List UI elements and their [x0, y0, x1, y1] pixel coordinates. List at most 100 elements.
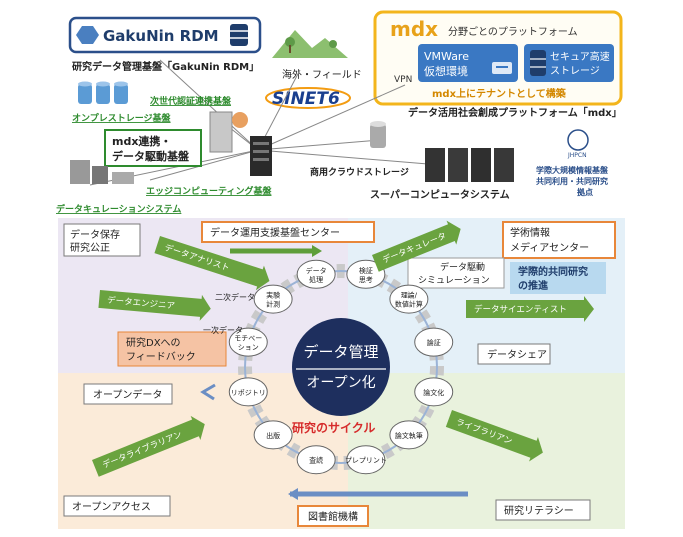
mdx-subtitle: 分野ごとのプラットフォーム	[448, 25, 578, 38]
cycle-node-label: 検証	[359, 266, 373, 275]
svg-text:研究リテラシー: 研究リテラシー	[504, 504, 574, 517]
svg-text:JHPCN: JHPCN	[567, 152, 587, 159]
onprem-storage-icon	[78, 81, 128, 104]
cycle-node: プレプリント	[345, 445, 387, 475]
simulation-box	[407, 257, 505, 289]
cycle-node: 出版	[253, 420, 293, 450]
gakunin-rdm-logo: GakuNin RDM	[68, 16, 262, 54]
secure-storage-box	[524, 44, 614, 82]
commercial-cloud-label: 商用クラウドストレージ	[310, 166, 409, 178]
next-auth-label: 次世代認証連携基盤	[150, 95, 232, 107]
vpn-label: VPN	[394, 75, 412, 85]
svg-text:図書館機構: 図書館機構	[308, 510, 358, 523]
svg-text:GakuNin RDM: GakuNin RDM	[103, 27, 219, 45]
edge-devices-icon	[70, 160, 134, 184]
mdx-platform-box: mdx 分野ごとのプラットフォーム VMWare 仮想環境 セキュア高速 ストレ…	[373, 10, 623, 106]
cycle-node: 論証	[414, 327, 454, 357]
cycle-node-label: プレプリント	[345, 457, 387, 465]
media-center-box	[502, 221, 616, 259]
edge-label: エッジコンピューティング基盤	[146, 185, 272, 197]
cycle-node-label: 論文化	[423, 388, 444, 397]
svg-text:データ駆動基盤: データ駆動基盤	[112, 149, 190, 163]
sinet-logo: SINET6	[265, 87, 351, 109]
support-center-box	[201, 221, 375, 243]
storage-icon	[530, 50, 546, 76]
svg-text:ストレージ: ストレージ	[550, 66, 600, 77]
curation-system-label: データキュレーションシステム	[56, 203, 181, 215]
supercomputer-label: スーパーコンピュータシステム	[370, 189, 510, 201]
svg-text:SINET6: SINET6	[272, 89, 340, 109]
server-icon	[492, 62, 512, 74]
center-top-label: データ管理	[303, 343, 378, 361]
jhpcn-line-1: 学際大規模情報基盤	[536, 165, 609, 175]
jhpcn-line-3: 拠点	[576, 187, 593, 197]
supercomputer-icon	[425, 148, 514, 182]
svg-text:研究公正: 研究公正	[70, 241, 110, 254]
dx-feedback-box	[117, 331, 227, 367]
svg-text:シミュレーション: シミュレーション	[418, 276, 490, 286]
role-arrow-engineer: データエンジニア	[98, 290, 211, 321]
svg-text:データ駆動: データ駆動	[440, 261, 485, 273]
svg-text:データ運用支援基盤センター: データ運用支援基盤センター	[210, 226, 340, 239]
svg-text:仮想環境: 仮想環境	[424, 64, 468, 78]
mdx-link-box	[104, 129, 202, 167]
cycle-node-label: 計測	[266, 300, 280, 309]
research-cycle-ring	[238, 264, 444, 470]
cycle-node-label: 思考	[359, 276, 373, 284]
library-org-box	[297, 505, 369, 527]
svg-text:セキュア高速: セキュア高速	[550, 50, 610, 63]
cloud-storage-icon	[370, 121, 386, 148]
field-label: 海外・フィールド	[282, 68, 362, 81]
open-data-box	[83, 383, 173, 405]
svg-text:データシェア: データシェア	[487, 348, 547, 361]
role-label: データサイエンティスト	[474, 304, 567, 315]
primary-data-label: 一次データ	[203, 325, 243, 335]
cycle-node-label: データ	[306, 266, 327, 275]
mdx-tenant: mdx上にテナントとして構築	[432, 87, 567, 100]
cycle-node-label: 論文執筆	[395, 431, 423, 440]
open-access-box	[63, 495, 171, 517]
open-storage-label: オンプレストレージ基盤	[72, 112, 172, 124]
mdx-caption: データ活用社会創成プラットフォーム「mdx」	[408, 106, 622, 119]
central-server-icon	[250, 136, 272, 176]
svg-text:オープンデータ: オープンデータ	[93, 388, 162, 401]
jhpcn-line-2: 共同利用・共同研究	[536, 176, 608, 186]
database-icon	[230, 24, 248, 46]
svg-text:メディアセンター: メディアセンター	[510, 241, 589, 254]
gakunin-caption: 研究データ管理基盤「GakuNin RDM」	[72, 60, 259, 73]
joint-research-box	[510, 262, 606, 294]
research-cycle-nodes: 検証思考理論/数値計算論証論文化論文執筆プレプリント査読出版リポジトリモチベーシ…	[228, 259, 454, 475]
mdx-logo: mdx	[390, 17, 438, 41]
cycle-node-label: 論証	[427, 338, 441, 347]
svg-text:研究DXへの: 研究DXへの	[126, 336, 181, 349]
cycle-node-label: 出版	[266, 431, 280, 440]
cycle-node-label: リポジトリ	[231, 389, 266, 397]
svg-text:オープンアクセス: オープンアクセス	[72, 501, 151, 513]
svg-text:mdx連携・: mdx連携・	[112, 134, 171, 148]
center-bottom-label: オープン化	[306, 375, 375, 391]
cycle-node: 論文執筆	[389, 420, 429, 450]
secondary-data-label: 二次データ	[215, 292, 255, 302]
field-landscape-icon	[272, 30, 348, 58]
center-circle	[292, 318, 390, 416]
cycle-node: 査読	[296, 445, 336, 475]
svg-text:学術情報: 学術情報	[510, 226, 550, 239]
auth-server-icon	[209, 111, 248, 153]
svg-text:フィードバック: フィードバック	[126, 351, 196, 363]
svg-text:データ保存: データ保存	[70, 228, 120, 241]
cycle-node-label: 実験	[266, 291, 280, 300]
cycle-node: リポジトリ	[228, 377, 268, 407]
cycle-node-label: 処理	[309, 275, 323, 284]
cycle-node-label: 査読	[309, 456, 323, 465]
role-arrow-scientist: データサイエンティスト	[466, 296, 594, 322]
svg-text:VMWare: VMWare	[424, 50, 469, 63]
cycle-node-label: モチベー	[234, 335, 262, 343]
flow-arrows	[200, 245, 468, 500]
data-share-box	[477, 343, 551, 365]
cycle-title: 研究のサイクル	[292, 420, 375, 435]
